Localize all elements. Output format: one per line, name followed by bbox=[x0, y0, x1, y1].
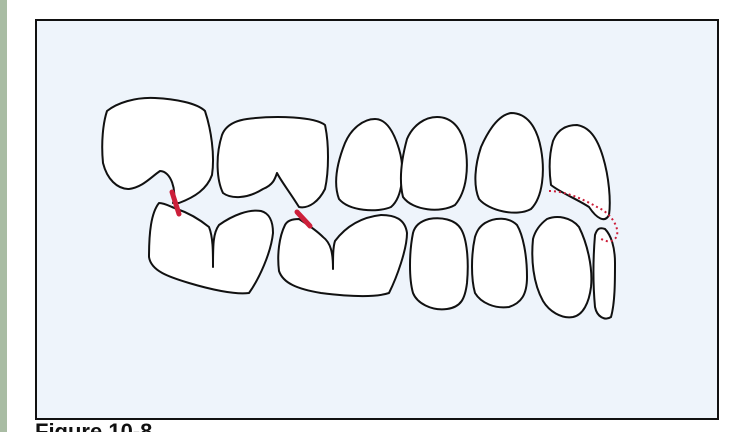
contact-mark-molar-1 bbox=[169, 189, 182, 217]
figure-panel bbox=[35, 19, 719, 420]
lower-premolar-2 bbox=[471, 217, 528, 309]
upper-molar-1 bbox=[101, 96, 215, 204]
contact-mark-molar-2 bbox=[294, 209, 313, 229]
lower-molar-1 bbox=[148, 202, 274, 295]
left-rule bbox=[0, 0, 7, 432]
lower-molar-2 bbox=[277, 214, 408, 297]
incisor-dotted-outline bbox=[548, 190, 619, 243]
lower-premolar-1 bbox=[409, 217, 469, 311]
figure-caption: Figure 10-8 bbox=[35, 421, 719, 432]
lower-canine bbox=[531, 216, 593, 319]
upper-molar-2 bbox=[216, 116, 329, 209]
contact-marks bbox=[169, 189, 313, 229]
upper-arch bbox=[101, 96, 611, 221]
upper-canine bbox=[474, 112, 544, 214]
upper-premolar-2 bbox=[399, 116, 468, 211]
lower-incisor bbox=[592, 227, 616, 320]
lower-arch bbox=[148, 202, 616, 320]
caption-text: Figure 10-8 bbox=[35, 421, 152, 432]
dental-occlusion-diagram bbox=[37, 21, 717, 418]
